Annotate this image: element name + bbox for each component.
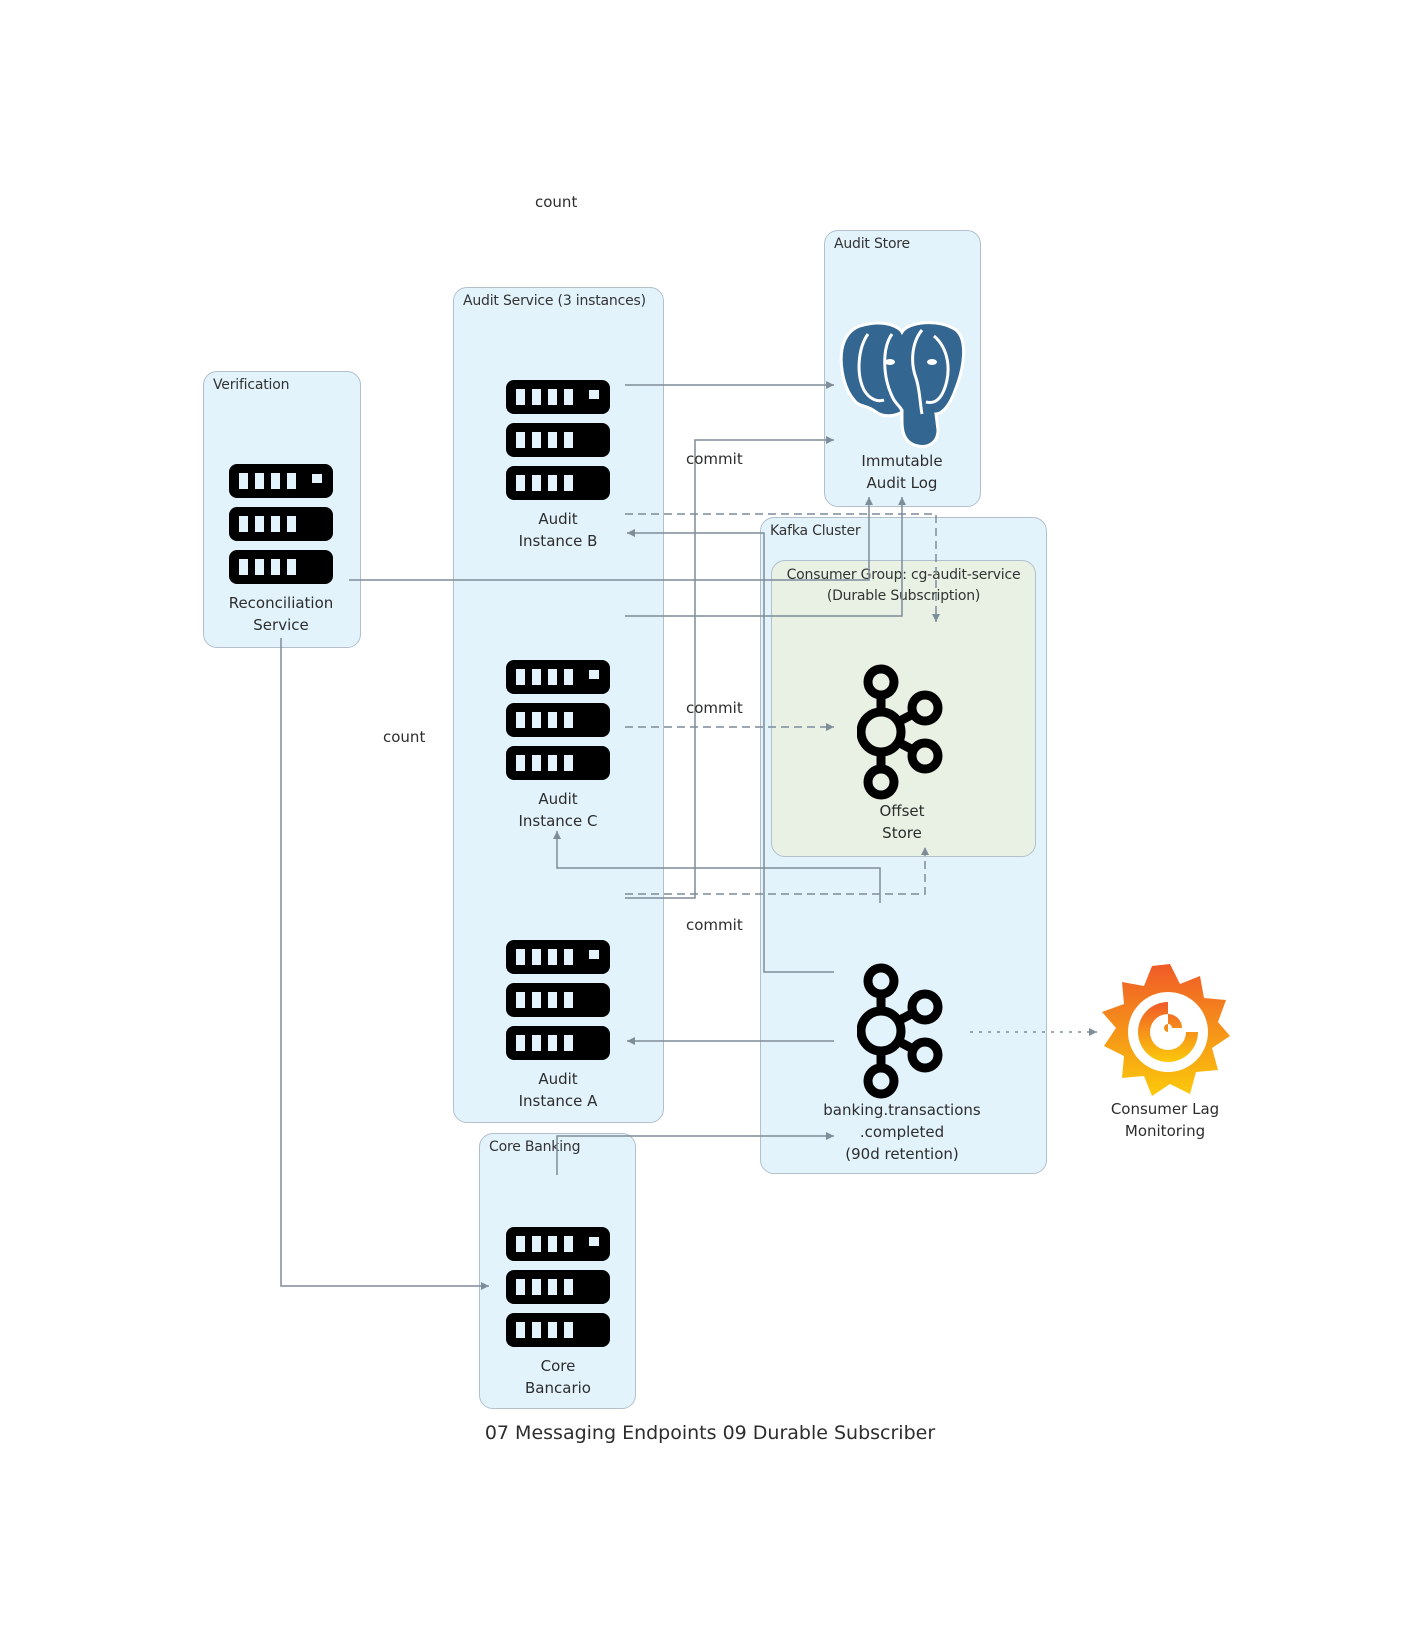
node-label: Store — [882, 824, 922, 842]
edge-label-count: count — [535, 193, 578, 211]
node-label: Core — [540, 1357, 576, 1375]
cluster-label: Verification — [213, 377, 290, 393]
node-label: Instance B — [518, 532, 598, 550]
server-icon — [506, 380, 610, 500]
node-label: Instance A — [518, 1092, 598, 1110]
node-label: Reconciliation — [228, 594, 334, 612]
node-consumer-lag-monitoring[interactable]: Consumer Lag Monitoring — [1090, 962, 1240, 1142]
diagram-title: 07 Messaging Endpoints 09 Durable Subscr… — [484, 1422, 936, 1444]
node-label: Monitoring — [1124, 1122, 1206, 1140]
cluster-label-line: Consumer Group: cg-audit-service — [786, 567, 1021, 583]
node-label: Offset — [879, 802, 925, 820]
server-icon — [229, 464, 333, 584]
cluster-verification: Verification — [203, 371, 361, 648]
cluster-label: Consumer Group: cg-audit-service (Durabl… — [772, 565, 1035, 607]
node-label: Instance C — [518, 812, 598, 830]
node-label: Bancario — [525, 1379, 591, 1397]
node-immutable-audit-log[interactable]: Immutable Audit Log — [832, 318, 972, 494]
cluster-label: Audit Service (3 instances) — [463, 293, 646, 309]
server-icon — [506, 660, 610, 780]
node-audit-instance-c[interactable]: Audit Instance C — [488, 660, 628, 832]
node-label: Consumer Lag — [1110, 1100, 1220, 1118]
node-topic-banking-transactions[interactable]: banking.transactions .completed (90d ret… — [812, 963, 992, 1165]
grafana-icon — [1102, 964, 1230, 1096]
node-label: (90d retention) — [845, 1145, 959, 1163]
cluster-label: Core Banking — [489, 1139, 581, 1155]
server-icon — [506, 940, 610, 1060]
node-label: Immutable — [861, 452, 943, 470]
node-label: Audit — [538, 790, 578, 808]
node-reconciliation-service[interactable]: Reconciliation Service — [211, 464, 351, 636]
cluster-label: Kafka Cluster — [770, 523, 861, 539]
node-offset-store[interactable]: Offset Store — [832, 664, 972, 844]
edge-label-commit: commit — [686, 916, 743, 934]
node-label: Service — [253, 616, 309, 634]
cluster-label: Audit Store — [834, 236, 910, 252]
edge-label-count: count — [383, 728, 426, 746]
node-label: Audit — [538, 1070, 578, 1088]
node-core-bancario[interactable]: Core Bancario — [488, 1227, 628, 1399]
node-label: Audit Log — [866, 474, 938, 492]
cluster-label-line: (Durable Subscription) — [826, 588, 981, 604]
node-label: Audit — [538, 510, 578, 528]
edge-label-commit: commit — [686, 450, 743, 468]
node-audit-instance-a[interactable]: Audit Instance A — [488, 940, 628, 1112]
node-label: .completed — [859, 1123, 945, 1141]
server-icon — [506, 1227, 610, 1347]
node-audit-instance-b[interactable]: Audit Instance B — [488, 380, 628, 552]
node-label: banking.transactions — [823, 1101, 981, 1119]
postgresql-icon — [839, 321, 966, 448]
kafka-icon — [857, 963, 943, 1099]
kafka-icon — [857, 664, 943, 800]
edge-label-commit: commit — [686, 699, 743, 717]
